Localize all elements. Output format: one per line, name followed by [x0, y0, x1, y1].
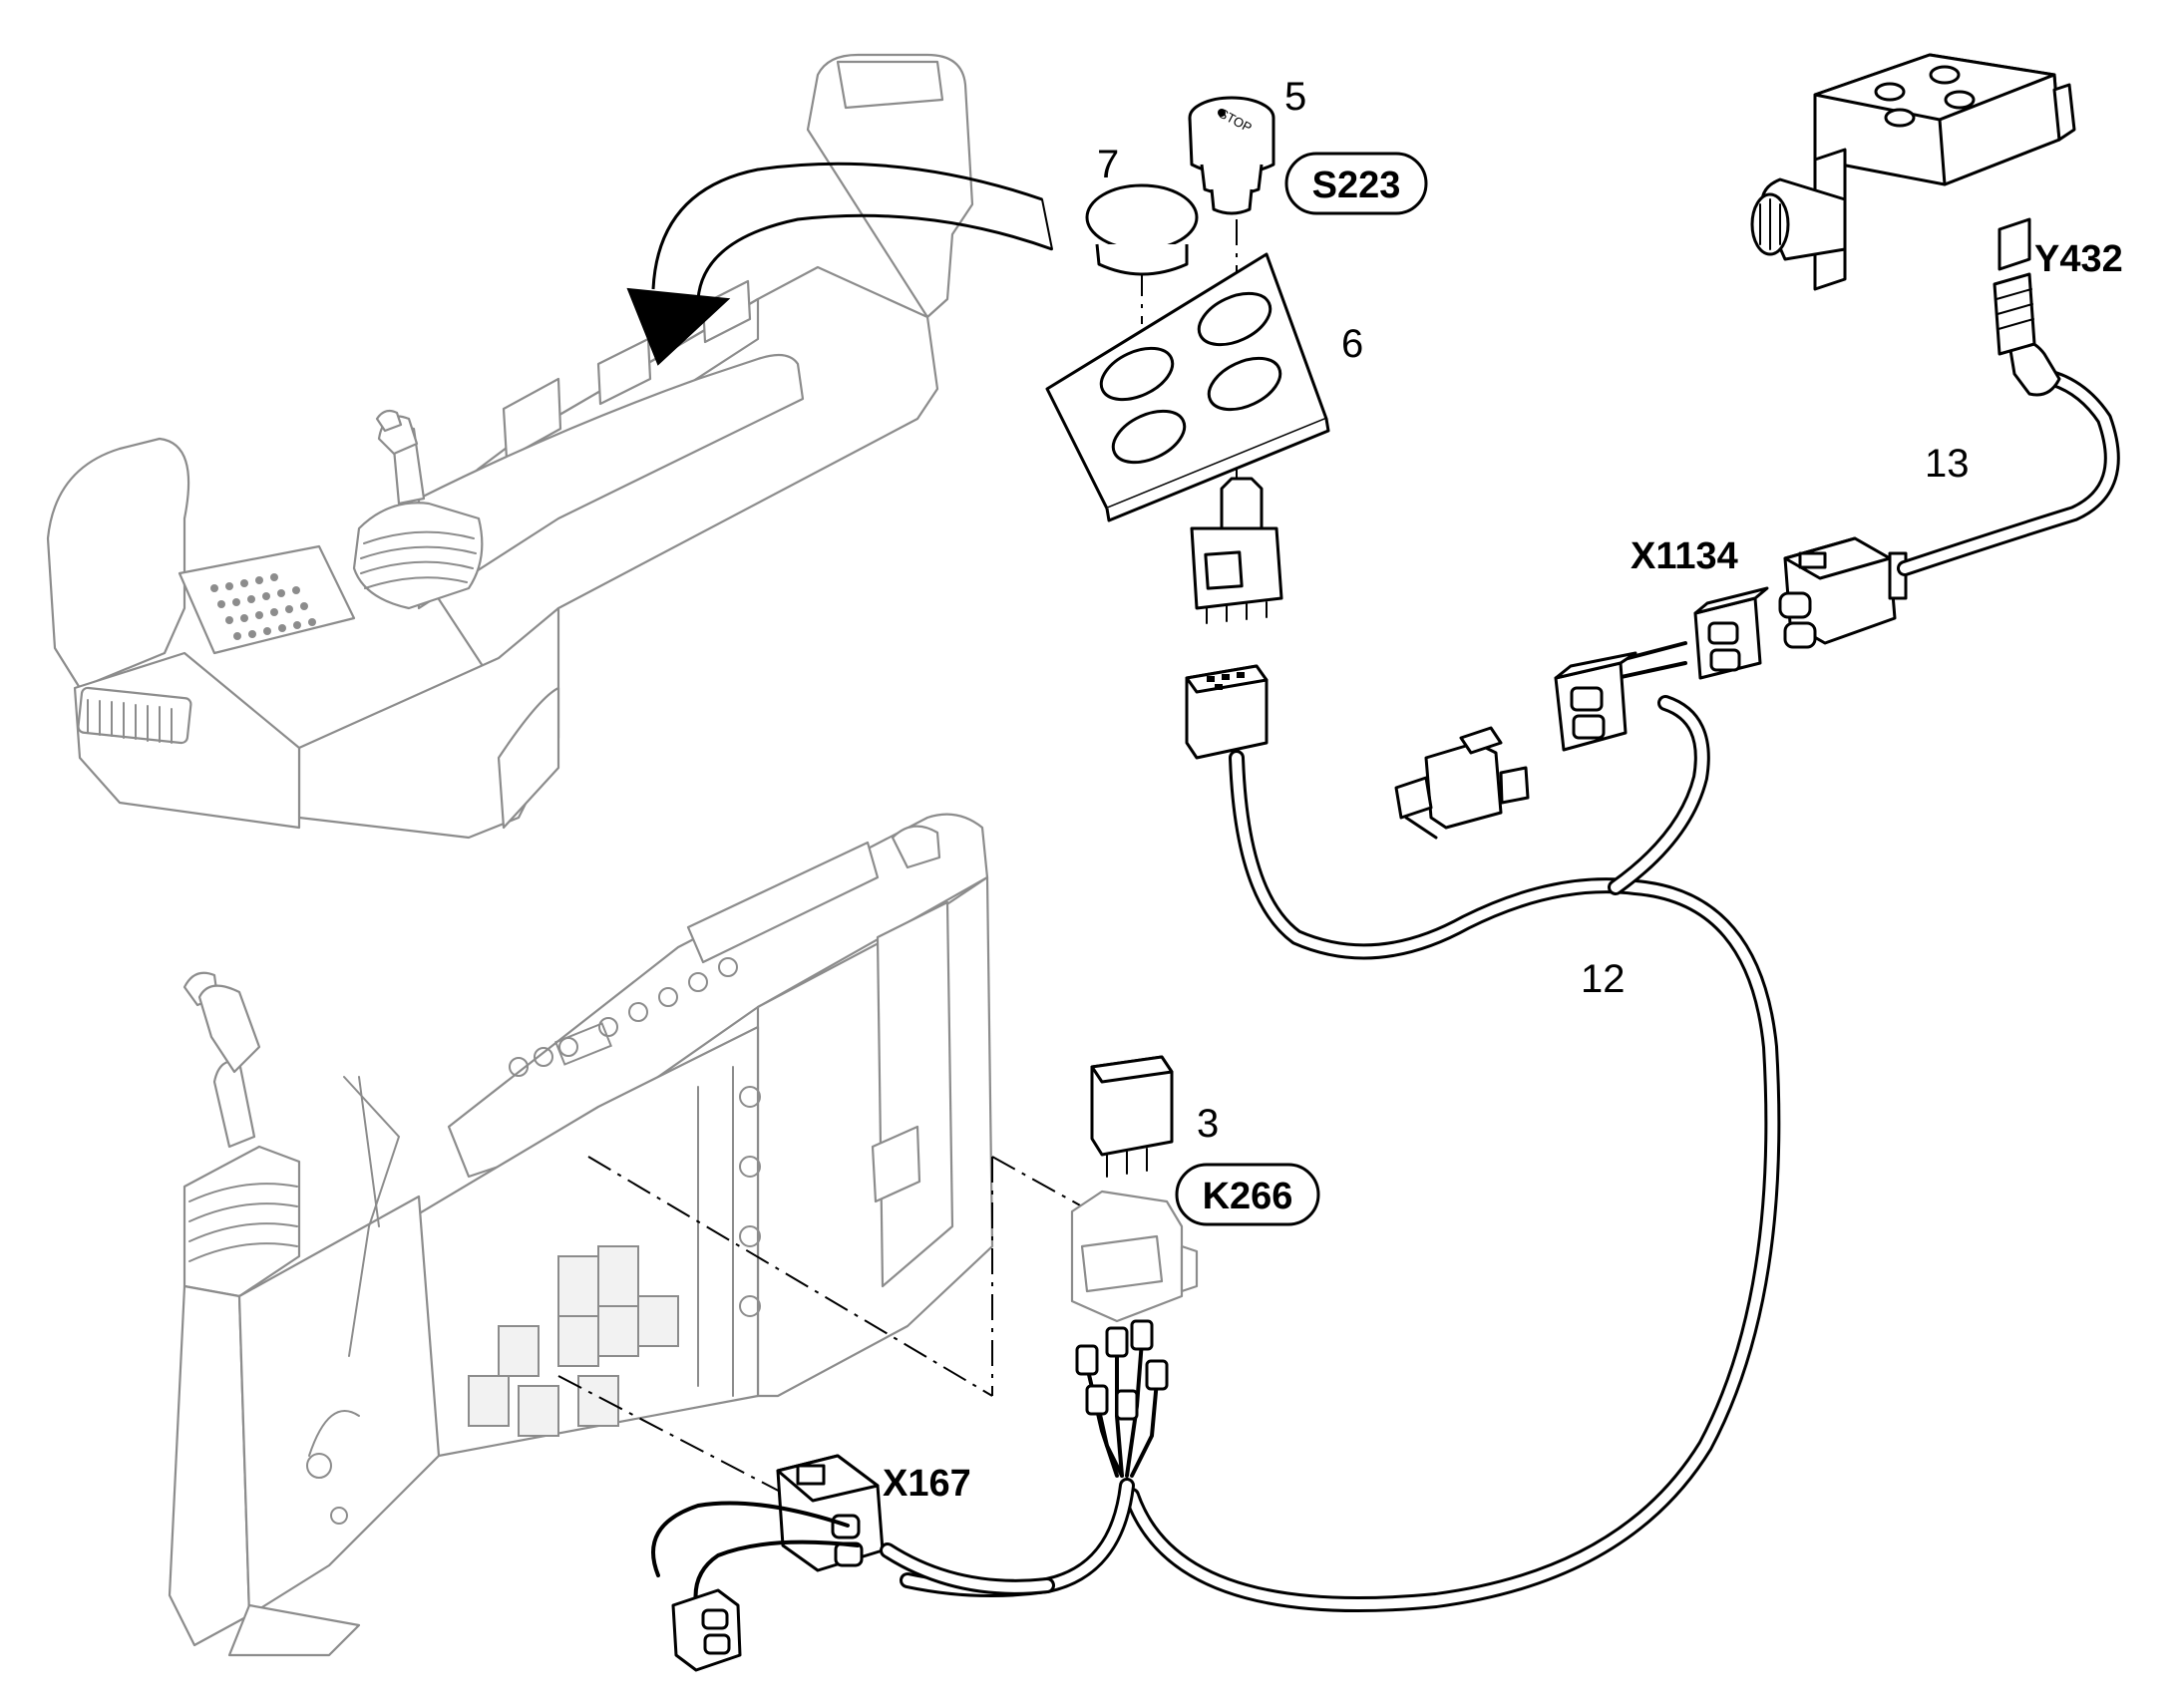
switch-connector — [1185, 664, 1269, 760]
label-x167: X167 — [883, 1463, 971, 1505]
relay-socket — [1070, 1190, 1199, 1323]
stop-button-part-5: STOP — [1188, 96, 1275, 215]
label-5: 5 — [1284, 75, 1306, 119]
label-3: 3 — [1197, 1102, 1219, 1146]
operator-console-lower — [168, 813, 994, 1657]
label-k266: K266 — [1203, 1176, 1293, 1217]
pill-s223 — [1284, 152, 1428, 215]
panel-plate-part-6 — [1045, 252, 1330, 522]
cable-harness-12 — [900, 641, 1781, 1613]
switch-body — [1190, 477, 1283, 624]
relay-part-3 — [1090, 1055, 1174, 1178]
blank-cap-part-7 — [1085, 183, 1199, 276]
label-x1134: X1134 — [1631, 535, 1738, 577]
label-y432: Y432 — [2034, 238, 2123, 280]
loose-connector-x167 — [671, 1588, 742, 1672]
cable-13 — [1897, 272, 2120, 576]
callout-labels: 5 7 6 3 12 13 S223 K266 Y432 X1134 X167 — [883, 75, 2123, 1505]
installation-arrow — [626, 162, 1053, 366]
label-s223: S223 — [1312, 165, 1401, 206]
connector-x1134-plug — [1778, 536, 1908, 649]
relay-terminals — [1075, 1319, 1169, 1478]
valve-block-y432 — [1750, 53, 2076, 291]
connector-x167 — [651, 1454, 1055, 1617]
pill-k266 — [1175, 1163, 1320, 1226]
connector-housing-b — [1693, 586, 1769, 680]
operator-console-upper — [46, 53, 974, 840]
label-6: 6 — [1341, 322, 1363, 366]
label-13: 13 — [1925, 442, 1970, 486]
label-12: 12 — [1581, 957, 1626, 1001]
loose-plug — [1394, 726, 1530, 840]
connector-housing-a — [1554, 651, 1637, 752]
label-7: 7 — [1097, 143, 1119, 186]
